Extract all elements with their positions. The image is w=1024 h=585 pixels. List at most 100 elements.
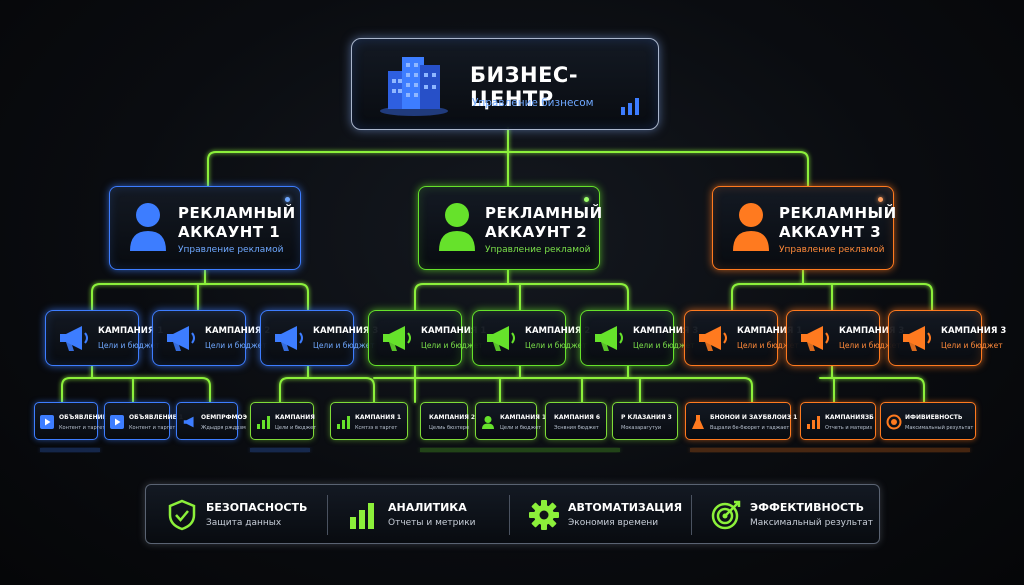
campaign-node[interactable]: КАМПАНИЯ 1 Цели и бюджет xyxy=(45,310,163,366)
ad-item-subtitle: Ксмтзэ в таргет xyxy=(355,425,398,431)
ad-item-subtitle: Вщрали бе-бюорет и таджает xyxy=(710,425,790,431)
campaign-node[interactable]: КАМПАНИЯ 2 Цели и бюджет xyxy=(472,310,590,366)
campaign-subtitle: Цели и бюджет xyxy=(941,341,1003,350)
feature-subtitle: Защита данных xyxy=(206,518,282,528)
feature-title: ЭФФЕКТИВНОСТЬ xyxy=(750,501,865,514)
account-title-line2: АККАУНТ 3 xyxy=(779,223,882,241)
account-title-line1: РЕКЛАМНЫЙ xyxy=(178,204,296,222)
megaphone-icon xyxy=(483,323,519,357)
megaphone-icon xyxy=(695,323,731,357)
feature-automation[interactable]: АВТОМАТИЗАЦИЯ Экономия времени xyxy=(510,485,690,545)
ad-item-title: КАМПАНИЯ 2 xyxy=(429,414,476,421)
campaign-node[interactable]: КАМПАНИЯ 3 Цели и бюджет xyxy=(580,310,698,366)
ad-item-subtitle: Отчеть и материз xyxy=(825,425,873,431)
feature-efficiency[interactable]: ЭФФЕКТИВНОСТЬ Максимальный результат xyxy=(692,485,880,545)
campaign-subtitle: Цели и бюджет xyxy=(525,341,587,350)
campaign-title: КАМПАНИЯ 3 xyxy=(839,326,905,336)
ad-item-subtitle: Эснвния бюджет xyxy=(554,425,599,431)
ad-item-subtitle: Цели и бюджет xyxy=(275,425,317,431)
campaign-title: КАМПАНИЯ 1 xyxy=(737,326,803,336)
campaign-node[interactable]: КАМПАНИЯ 2 Цели и бюджет xyxy=(152,310,270,366)
campaign-node[interactable]: КАМПАНИЯ 1 Цели и бюджет xyxy=(368,310,486,366)
ad-item-node[interactable]: Р КЛАЗАНИЯ 3 Моказарагутуи xyxy=(612,402,678,440)
ad-item-subtitle: Ждыдря рждрзм xyxy=(201,425,246,431)
ad-item-title: КАМПАНИЯ 1 xyxy=(355,414,402,421)
target-icon xyxy=(886,414,902,434)
bar-chart-icon xyxy=(256,414,272,433)
gear-icon xyxy=(529,500,559,530)
account-title-line1: РЕКЛАМНЫЙ xyxy=(779,204,897,222)
ad-item-title: ОЕМПРФМОЭ xyxy=(201,414,248,421)
ad-item-title: КАМПАНИЯ 6 xyxy=(554,414,601,421)
ad-item-node[interactable]: КАМПАНИЯ 6 Эснвния бюджет xyxy=(545,402,607,440)
ad-account-3-node[interactable]: РЕКЛАМНЫЙ АККАУНТ 3 Управление рекламой xyxy=(712,186,897,270)
ad-item-subtitle: Моказарагутуи xyxy=(621,425,662,431)
megaphone-icon xyxy=(797,323,833,357)
campaign-title: КАМПАНИЯ 2 xyxy=(525,326,591,336)
feature-title: АНАЛИТИКА xyxy=(388,501,467,514)
ad-account-2-node[interactable]: РЕКЛАМНЫЙ АККАУНТ 2 Управление рекламой xyxy=(418,186,603,270)
ad-item-node[interactable]: ОЕМПРФМОЭ Ждыдря рждрзм xyxy=(176,402,247,440)
business-center-node[interactable]: БИЗНЕС-ЦЕНТР Управление бизнесом xyxy=(351,38,659,130)
campaign-subtitle: Цели и бюджет xyxy=(205,341,267,350)
campaign-node[interactable]: КАМПАНИЯ 3 Цели и бюджет xyxy=(260,310,378,366)
status-dot xyxy=(878,197,883,202)
ad-item-node[interactable]: КАМПАНИЯЗБ Отчеть и материз xyxy=(800,402,876,440)
status-dot xyxy=(285,197,290,202)
bar-chart-icon xyxy=(350,503,374,529)
ad-item-node[interactable]: ОБЪЯВЛЕНИЕ 1 Контент и таргет xyxy=(104,402,183,440)
ad-item-subtitle: Целиь бюзтере xyxy=(429,425,470,431)
ad-item-node[interactable]: КАМПАНИЯ 1 Ксмтзэ в таргет xyxy=(330,402,408,440)
ad-item-title: БНОНОИ И ЗАУБВЛОИЗ 1 xyxy=(710,414,798,421)
status-dot xyxy=(584,197,589,202)
account-subtitle: Управление рекламой xyxy=(485,245,591,255)
account-subtitle: Управление рекламой xyxy=(779,245,885,255)
office-building-icon xyxy=(380,57,448,116)
divider xyxy=(691,495,692,535)
ad-item-title: ИФИВИЕВНОСТЬ xyxy=(905,414,963,421)
campaign-title: КАМПАНИЯ 3 xyxy=(941,326,1007,336)
campaign-subtitle: Цели и бюджет xyxy=(737,341,799,350)
ad-item-subtitle: Цели и бюджет xyxy=(500,425,542,431)
ad-item-title: КАМПАНИЯЗБ xyxy=(825,414,874,421)
divider xyxy=(327,495,328,535)
feature-security[interactable]: БЕЗОПАСНОСТЬ Защита данных xyxy=(146,485,326,545)
target-icon xyxy=(711,500,741,530)
ad-item-node[interactable]: ОБЪЯВЛЕНИЕ 1 Контент и таргет xyxy=(34,402,113,440)
ad-item-subtitle: Максимальный результат xyxy=(905,425,974,431)
campaign-subtitle: Цели и бюджет xyxy=(633,341,695,350)
megaphone-icon xyxy=(163,323,199,357)
user-icon xyxy=(481,414,495,433)
ad-item-title: ОБЪЯВЛЕНИЕ 1 xyxy=(59,414,113,421)
campaign-node[interactable]: КАМПАНИЯ 1 Цели и бюджет xyxy=(684,310,802,366)
ad-account-1-node[interactable]: РЕКЛАМНЫЙ АККАУНТ 1 Управление рекламой xyxy=(109,186,301,270)
divider xyxy=(509,495,510,535)
user-icon xyxy=(439,203,475,251)
account-title-line1: РЕКЛАМНЫЙ xyxy=(485,204,603,222)
megaphone-icon xyxy=(56,323,92,357)
campaign-title: КАМПАНИЯ 3 xyxy=(633,326,699,336)
campaign-subtitle: Цели и бюджет xyxy=(313,341,375,350)
flask-icon xyxy=(691,414,705,434)
user-icon xyxy=(130,203,166,251)
ad-item-node[interactable]: КАМПАНИЯ 2 Целиь бюзтере xyxy=(420,402,475,440)
campaign-title: КАМПАНИЯ 1 xyxy=(421,326,487,336)
account-title-line2: АККАУНТ 1 xyxy=(178,223,281,241)
ad-item-node[interactable]: КАМПАНИЯ 1 Цели и бюджет xyxy=(475,402,546,440)
ad-item-node[interactable]: КАМПАНИЯ Цели и бюджет xyxy=(250,402,317,440)
ad-item-node[interactable]: ИФИВИЕВНОСТЬ Максимальный результат xyxy=(880,402,976,440)
feature-analytics[interactable]: АНАЛИТИКА Отчеты и метрики xyxy=(328,485,508,545)
feature-title: АВТОМАТИЗАЦИЯ xyxy=(568,501,683,514)
ad-item-subtitle: Контент и таргет xyxy=(59,425,106,431)
campaign-node[interactable]: КАМПАНИЯ 3 Цели и бюджет xyxy=(786,310,904,366)
campaign-title: КАМПАНИЯ 2 xyxy=(205,326,271,336)
campaign-node[interactable]: КАМПАНИЯ 3 Цели и бюджет xyxy=(888,310,1006,366)
feature-subtitle: Отчеты и метрики xyxy=(388,518,476,528)
ad-item-title: Р КЛАЗАНИЯ 3 xyxy=(621,414,672,421)
campaign-subtitle: Цели и бюджет xyxy=(421,341,483,350)
ad-item-node[interactable]: БНОНОИ И ЗАУБВЛОИЗ 1 Вщрали бе-бюорет и … xyxy=(685,402,797,440)
ad-item-title: КАМПАНИЯ xyxy=(275,414,315,421)
feature-subtitle: Экономия времени xyxy=(568,518,659,528)
account-subtitle: Управление рекламой xyxy=(178,245,284,255)
shield-check-icon xyxy=(168,499,196,531)
